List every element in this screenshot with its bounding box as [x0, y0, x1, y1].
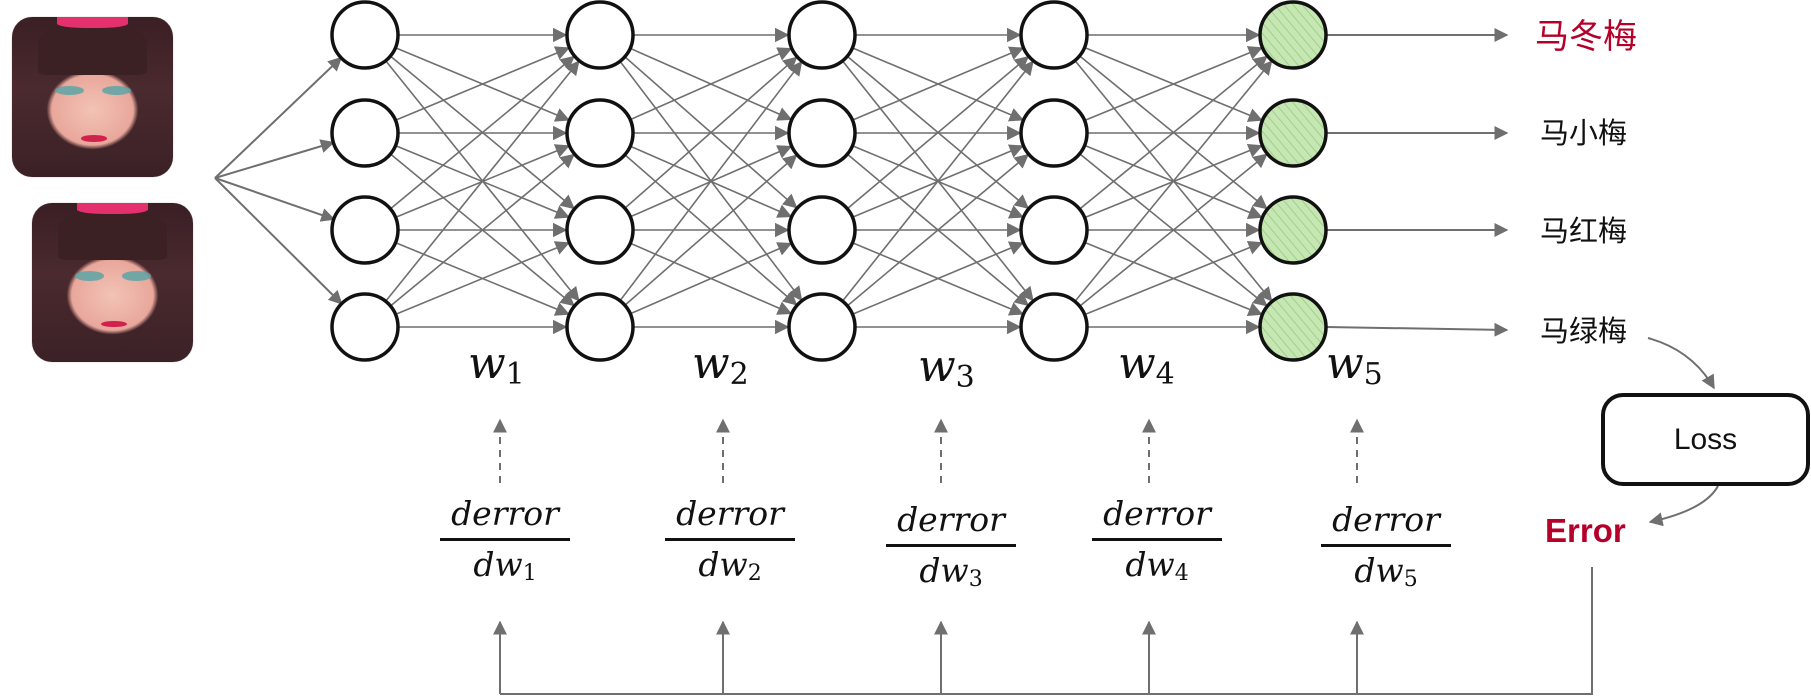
output-neuron [1258, 195, 1328, 265]
weight-label-5: w5 [1326, 338, 1383, 392]
to-loss-arrow [1647, 337, 1715, 390]
connection-edge [1084, 240, 1263, 316]
nodes-layer [330, 0, 1328, 362]
input-edge [214, 139, 335, 179]
input-edge [214, 56, 343, 179]
weight-label-3: w3 [918, 341, 975, 395]
connection-edge [619, 60, 803, 302]
backprop-layer [493, 337, 1719, 695]
neuron [565, 292, 635, 362]
neuron [330, 195, 400, 265]
connection-edge [1079, 55, 1268, 210]
output-label-2: 马小梅 [1540, 116, 1628, 150]
output-neuron [1258, 0, 1328, 70]
gradient-fraction-5: derror dw5 [1321, 500, 1451, 600]
output-neuron [1258, 292, 1328, 362]
neuron [565, 195, 635, 265]
weight-label-2: w2 [692, 338, 749, 392]
connection-edge [629, 47, 793, 121]
connection-edge [624, 154, 798, 306]
output-edge [1325, 322, 1509, 337]
weight-label-1: w1 [468, 338, 525, 392]
gradient-fraction-3: derror dw3 [886, 500, 1016, 600]
edges-layer [214, 27, 1509, 337]
weight-label-4: w4 [1118, 338, 1175, 392]
neuron [1019, 195, 1089, 265]
connection-edge [846, 55, 1030, 210]
gradient-fraction-4: derror dw4 [1092, 494, 1222, 594]
error-label: Error [1545, 512, 1626, 549]
neuron [1019, 292, 1089, 362]
loss-box: Loss [1601, 393, 1810, 486]
input-edge [214, 177, 336, 222]
neuron [787, 195, 857, 265]
input-photo-2 [32, 203, 193, 362]
neuron [787, 98, 857, 168]
connection-edge [1079, 153, 1268, 307]
connection-edge [1074, 60, 1273, 302]
connection-edge [629, 242, 793, 315]
connection-edge [389, 153, 575, 307]
neuron [787, 0, 857, 70]
gradient-fraction-2: derror dw2 [665, 494, 795, 594]
connection-edge [395, 241, 570, 316]
output-label-1: 马冬梅 [1535, 17, 1637, 57]
connection-edge [385, 60, 580, 302]
connection-edge [395, 46, 570, 122]
neuron [1019, 98, 1089, 168]
connection-edge [389, 55, 575, 210]
connection-edge [841, 60, 1034, 302]
input-photo-1 [12, 17, 173, 177]
to-error-arrow [1648, 485, 1719, 527]
neuron [565, 98, 635, 168]
output-label-3: 马红梅 [1540, 214, 1628, 248]
input-edge [214, 177, 343, 305]
loss-label: Loss [1673, 422, 1738, 456]
connection-edge [624, 56, 798, 209]
output-label-4: 马绿梅 [1540, 314, 1628, 348]
neuron [1019, 0, 1089, 70]
connection-edge [1084, 46, 1263, 122]
connection-edge [846, 153, 1030, 307]
connection-edge [852, 46, 1025, 121]
connection-edge [852, 241, 1024, 316]
error-bus-line [500, 567, 1593, 695]
neuron [330, 292, 400, 362]
neuron [787, 292, 857, 362]
gradient-fraction-1: derror dw1 [440, 494, 570, 594]
neuron [565, 0, 635, 70]
neuron [330, 98, 400, 168]
neuron [330, 0, 400, 70]
output-neuron [1258, 98, 1328, 168]
